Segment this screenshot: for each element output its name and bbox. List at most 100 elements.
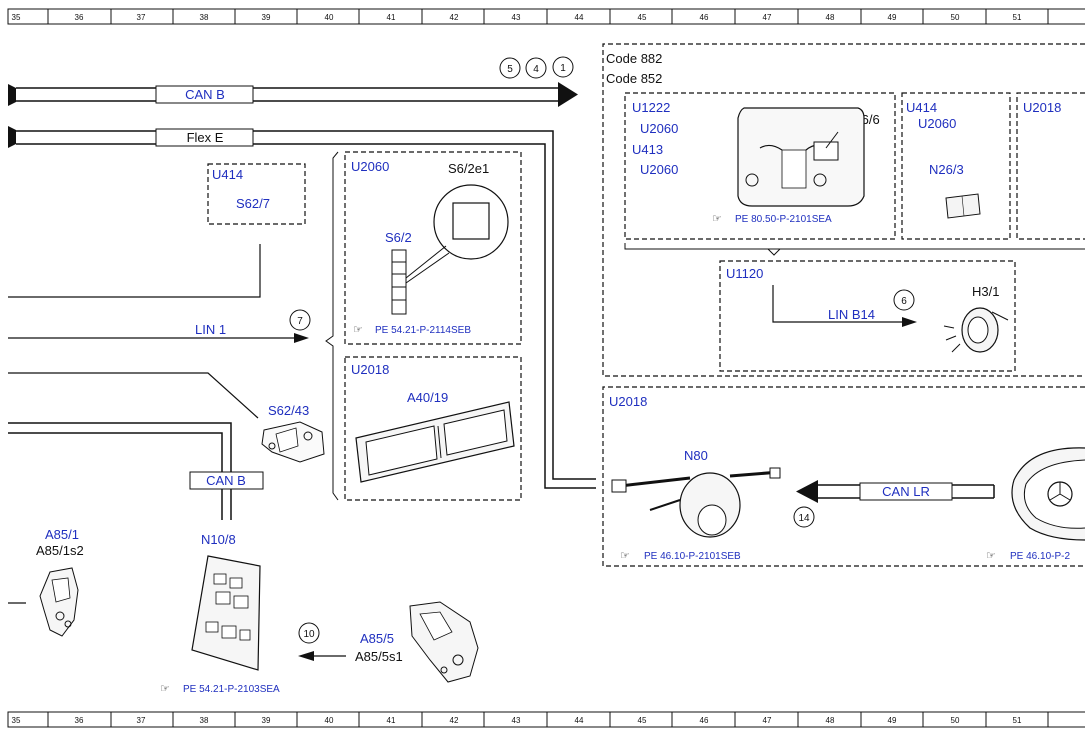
n80-label: N80 xyxy=(684,448,708,463)
ruler-top-46: 46 xyxy=(700,13,709,22)
ruler-top-49: 49 xyxy=(888,13,897,22)
a85-1-group: A85/1 A85/1s2 xyxy=(8,527,84,637)
can-b-label-top: CAN B xyxy=(185,87,225,102)
u414-label-b: U414 xyxy=(906,100,937,115)
s6-2-box: U2060 S6/2e1 S6/2 ☞ PE 54.21-P-2114SEB xyxy=(344,151,522,345)
a40-19-box: U2018 A40/19 xyxy=(344,356,522,501)
pe-s6-ref: PE 54.21-P-2114SEB xyxy=(375,325,471,336)
ref-10: 10 xyxy=(303,629,315,640)
lin1-line: LIN 1 7 xyxy=(8,309,311,343)
a85-1-label: A85/1 xyxy=(45,527,79,542)
a85-5-label: A85/5 xyxy=(360,631,394,646)
s62-43-switch-icon xyxy=(261,421,325,463)
ref-6: 6 xyxy=(901,296,907,307)
n80-steering-column-module-icon xyxy=(611,467,781,538)
ruler-top-37: 37 xyxy=(137,13,146,22)
n10-8-sam-module-icon xyxy=(191,555,261,671)
ruler-bottom-41: 41 xyxy=(387,716,396,725)
u2060-label-c: U2060 xyxy=(640,162,678,177)
a85-5s1-label: A85/5s1 xyxy=(355,649,403,664)
pe-n10-ref: PE 54.21-P-2103SEA xyxy=(183,684,280,695)
ruler-bottom-48: 48 xyxy=(826,716,835,725)
ref-14: 14 xyxy=(798,513,810,524)
u1222-label: U1222 xyxy=(632,100,670,115)
a85-1-latch-icon xyxy=(39,567,79,637)
n26-3-module-icon xyxy=(945,193,981,219)
h3-1-box: U1120 LIN B14 6 H3/1 xyxy=(719,260,1016,372)
ruler-top-43: 43 xyxy=(512,13,521,22)
ruler-top-38: 38 xyxy=(200,13,209,22)
u2060-label-d: U2060 xyxy=(918,116,956,131)
ruler-bottom-43: 43 xyxy=(512,716,521,725)
lin1-label: LIN 1 xyxy=(195,322,226,337)
ruler-top-51: 51 xyxy=(1013,13,1022,22)
steering-wheel-icon xyxy=(1011,447,1085,541)
ruler-bottom-45: 45 xyxy=(638,716,647,725)
n10-8-label: N10/8 xyxy=(201,532,236,547)
ref-1: 1 xyxy=(560,63,566,74)
ruler-bottom-50: 50 xyxy=(951,716,960,725)
flex-e-bus: Flex E xyxy=(8,126,596,489)
ruler-bottom-39: 39 xyxy=(262,716,271,725)
h3-1-label: H3/1 xyxy=(972,284,999,299)
u2060-label-b: U2060 xyxy=(640,121,678,136)
n10-8-group: N10/8 ☞ PE 54.21-P-2103SEA xyxy=(160,532,280,695)
ruler-top-42: 42 xyxy=(450,13,459,22)
can-b-label-lower: CAN B xyxy=(206,473,246,488)
ruler-top-50: 50 xyxy=(951,13,960,22)
u2018-partial-box: U2018 xyxy=(1016,92,1085,240)
u2018-label-b: U2018 xyxy=(1023,100,1061,115)
a85-5-latch-icon xyxy=(409,601,479,683)
code-882-852-area: Code 882 Code 852 xyxy=(602,43,1085,377)
ruler-top-36: 36 xyxy=(75,13,84,22)
can-b-bus-top: CAN B xyxy=(8,82,578,107)
can-b-bus-lower: CAN B xyxy=(8,422,264,520)
code-882-label: Code 882 xyxy=(606,51,662,66)
a85-5-group: 10 A85/5 A85/5s1 xyxy=(298,601,479,683)
group-brace xyxy=(325,151,339,501)
code-852-label: Code 852 xyxy=(606,71,662,86)
ref-4: 4 xyxy=(533,64,539,75)
ruler-top-40: 40 xyxy=(325,13,334,22)
lin-b14-label: LIN B14 xyxy=(828,307,875,322)
s6-2e1-label: S6/2e1 xyxy=(448,161,489,176)
flex-e-label: Flex E xyxy=(187,130,224,145)
ruler-bottom-38: 38 xyxy=(200,716,209,725)
pe-wheel-ref: PE 46.10-P-2 xyxy=(1010,551,1070,562)
ruler-top-35: 35 xyxy=(12,13,21,22)
can-lr-bus: CAN LR 14 xyxy=(793,480,995,528)
ruler-bottom-47: 47 xyxy=(763,716,772,725)
a40-19-panel-icon xyxy=(355,401,515,483)
n26-3-label: N26/3 xyxy=(929,162,964,177)
pe-pointer-icon-s6: ☞ xyxy=(353,324,363,336)
ruler-top-47: 47 xyxy=(763,13,772,22)
h3-1-speaker-icon xyxy=(943,307,1009,353)
s62-7-label: S62/7 xyxy=(236,196,270,211)
ruler-bottom-42: 42 xyxy=(450,716,459,725)
ruler-bottom-37: 37 xyxy=(137,716,146,725)
u413-label: U413 xyxy=(632,142,663,157)
pe-pointer-icon-n10: ☞ xyxy=(160,683,170,695)
ref-7: 7 xyxy=(297,316,303,327)
pe-n26-ref: PE 80.50-P-2101SEA xyxy=(735,214,832,225)
s6-2-label: S6/2 xyxy=(385,230,412,245)
ruler-bottom-36: 36 xyxy=(75,716,84,725)
u2060-label-a: U2060 xyxy=(351,159,389,174)
pe-pointer-icon-wheel: ☞ xyxy=(986,550,996,562)
u1120-label: U1120 xyxy=(726,266,763,281)
ruler-top-45: 45 xyxy=(638,13,647,22)
ref-5: 5 xyxy=(507,64,513,75)
top-ruler: 35 36 37 38 39 40 41 42 43 44 45 46 47 4… xyxy=(7,8,1085,25)
n26-3-box: U414 U2060 N26/3 xyxy=(901,92,1011,240)
ruler-top-48: 48 xyxy=(826,13,835,22)
n26-6-overhead-console-icon xyxy=(737,107,865,207)
ruler-top-44: 44 xyxy=(575,13,584,22)
ruler-top-41: 41 xyxy=(387,13,396,22)
ruler-bottom-49: 49 xyxy=(888,716,897,725)
ruler-bottom-51: 51 xyxy=(1013,716,1022,725)
s6-2e1-lamp-icon xyxy=(452,202,490,240)
ruler-bottom-44: 44 xyxy=(575,716,584,725)
s6-2-switch-strip-icon xyxy=(391,249,407,315)
u2018-label-a: U2018 xyxy=(351,362,389,377)
